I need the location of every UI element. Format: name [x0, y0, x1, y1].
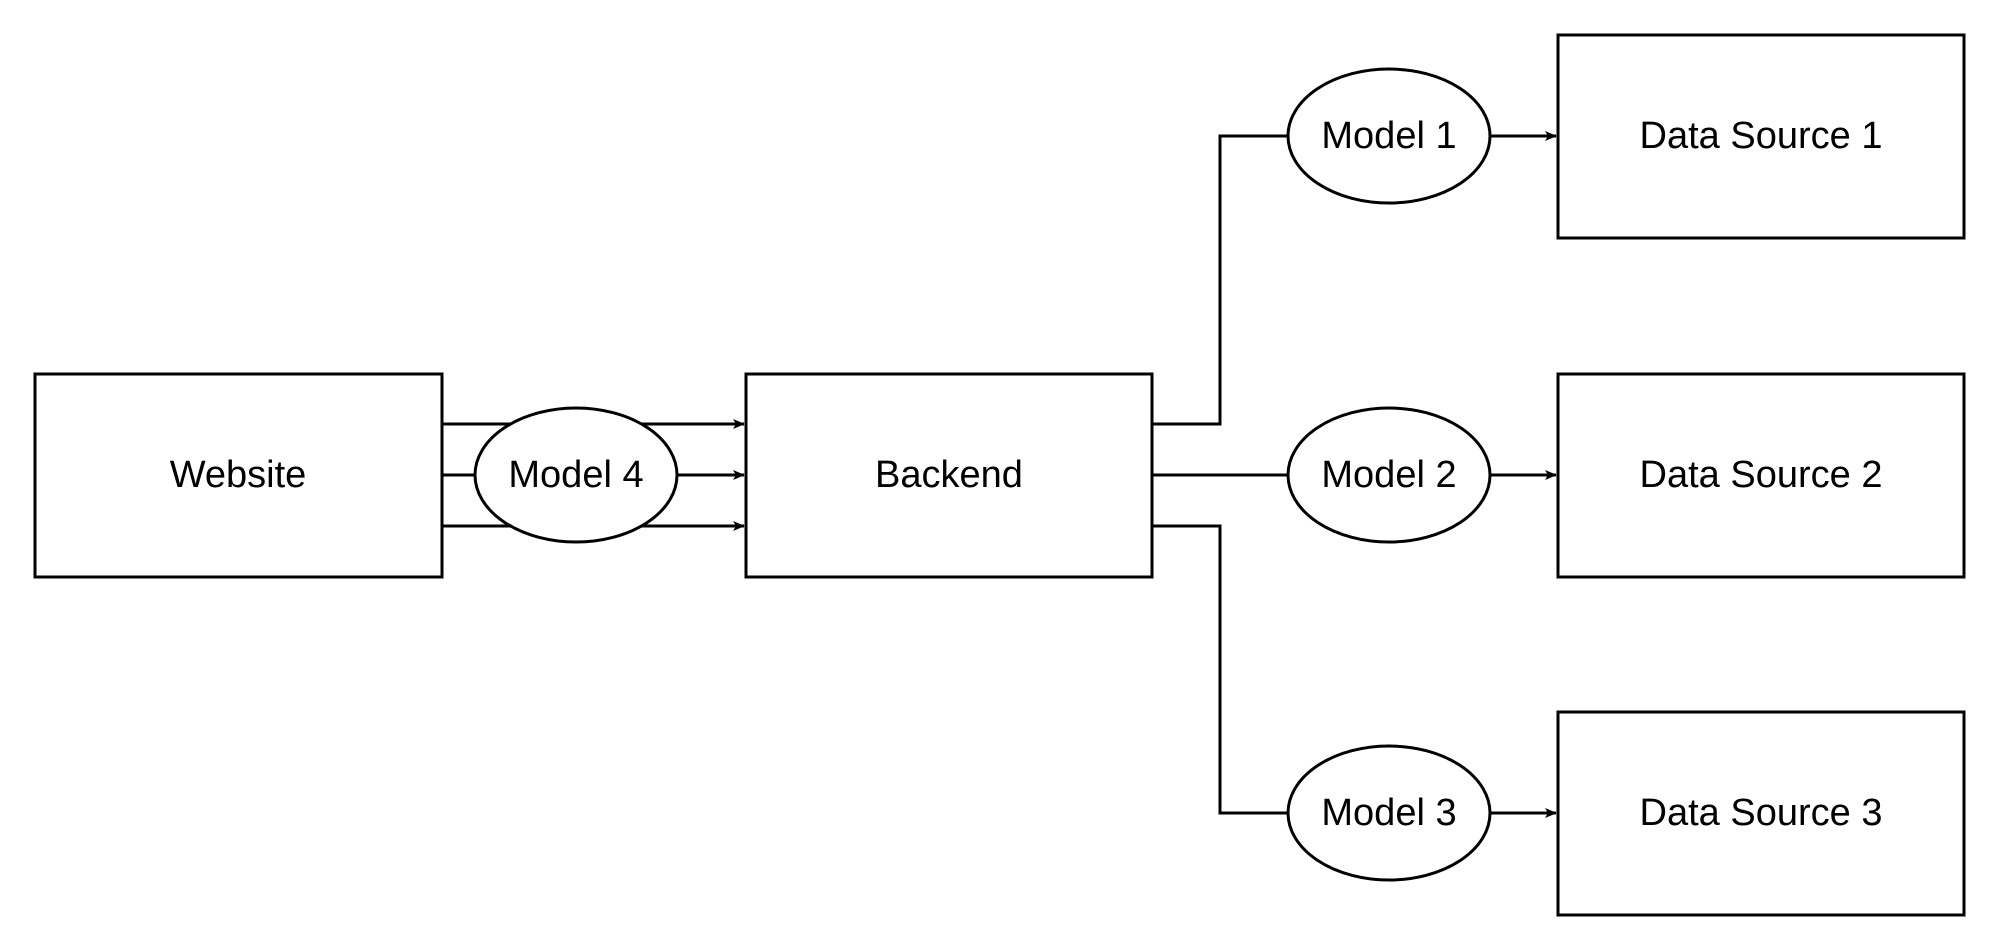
edge-backend-model1 — [1152, 134, 1288, 426]
website-box — [33, 372, 444, 579]
website-label: Website — [170, 454, 307, 496]
data-source-3-box — [1556, 710, 1966, 917]
data-source-2-label: Data Source 2 — [1640, 454, 1883, 496]
node-model4: Model 4 — [473, 406, 679, 544]
model4-ellipse — [473, 406, 679, 544]
node-data-source-2: Data Source 2 — [1556, 372, 1966, 579]
model4-label: Model 4 — [508, 454, 643, 496]
data-source-2-box — [1556, 372, 1966, 579]
data-source-3-label: Data Source 3 — [1640, 792, 1883, 834]
model1-label: Model 1 — [1321, 115, 1456, 157]
node-data-source-3: Data Source 3 — [1556, 710, 1966, 917]
model3-label: Model 3 — [1321, 792, 1456, 834]
backend-label: Backend — [875, 454, 1023, 496]
model3-ellipse — [1286, 744, 1492, 882]
data-source-1-box — [1556, 33, 1966, 240]
node-model3: Model 3 — [1286, 744, 1492, 882]
model2-ellipse — [1286, 406, 1492, 544]
model1-ellipse — [1286, 67, 1492, 205]
node-model2: Model 2 — [1286, 406, 1492, 544]
model2-label: Model 2 — [1321, 454, 1456, 496]
model-source-connectors — [1490, 131, 1557, 818]
node-backend: Backend — [744, 372, 1154, 579]
backend-box — [744, 372, 1154, 579]
node-model1: Model 1 — [1286, 67, 1492, 205]
edge-backend-model3 — [1152, 524, 1288, 815]
node-data-source-1: Data Source 1 — [1556, 33, 1966, 240]
node-website: Website — [33, 372, 444, 579]
backend-model-connectors — [1152, 134, 1288, 815]
data-source-1-label: Data Source 1 — [1640, 115, 1883, 157]
